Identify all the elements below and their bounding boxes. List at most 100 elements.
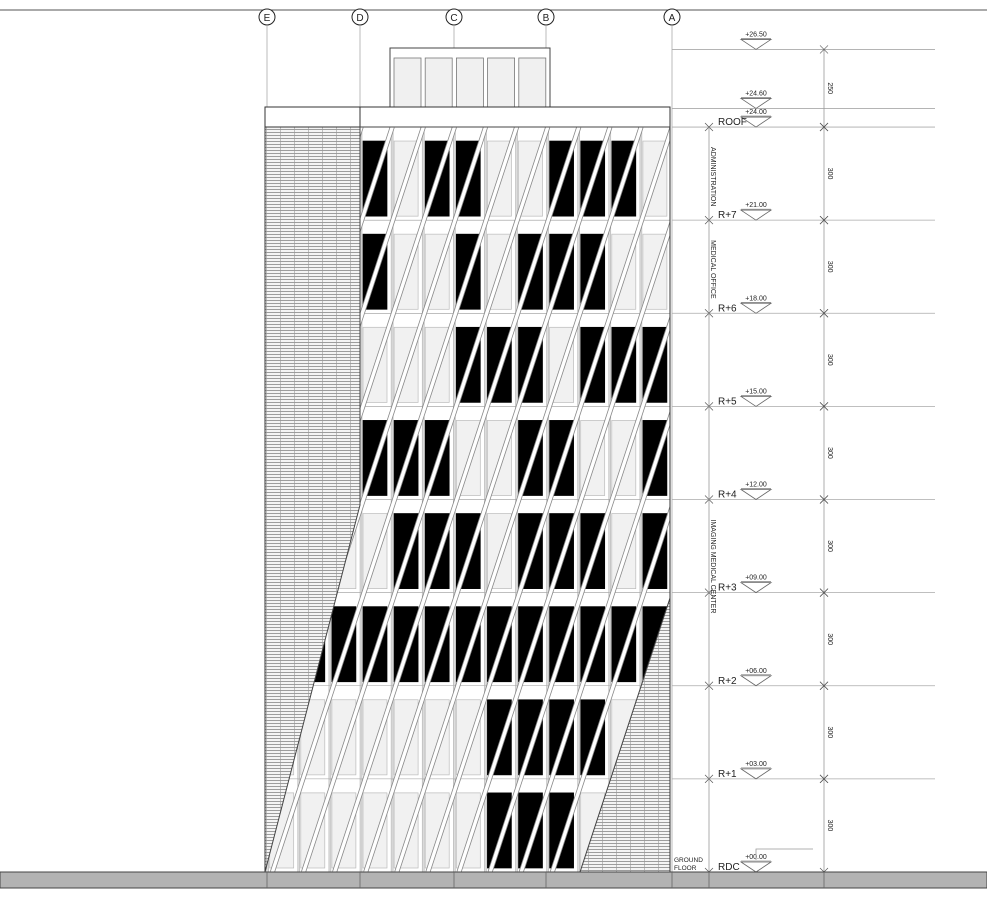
mullion xyxy=(515,219,518,314)
mullion xyxy=(484,127,487,221)
ground-strip xyxy=(0,871,987,889)
level-elevation-label: +18.00 xyxy=(745,295,767,302)
diagonal-fin xyxy=(270,127,519,872)
zone-label: ADMINISTRATION xyxy=(709,147,716,206)
window-panel-dark xyxy=(487,792,512,869)
level-marker-icon xyxy=(739,861,773,873)
diagonal-fin xyxy=(426,127,670,872)
window-panel-dark xyxy=(549,792,574,869)
diagonal-fin-outline xyxy=(265,127,271,872)
diagonal-fin xyxy=(301,127,550,872)
window-panel-light xyxy=(455,699,481,776)
level-elevation-label: +15.00 xyxy=(745,388,767,395)
level-elevation-label: +06.00 xyxy=(745,668,767,675)
mullion xyxy=(453,219,456,314)
level-marker-icon xyxy=(739,489,773,501)
mullion xyxy=(515,127,518,221)
penthouse-panel xyxy=(518,57,547,108)
mullion xyxy=(577,219,580,314)
dimension-label: 300 xyxy=(826,354,833,366)
level-marker-icon xyxy=(739,116,773,128)
level-elevation-label: +24.60 xyxy=(745,90,767,97)
dimension-tick-icon xyxy=(819,402,829,411)
window-panel-light xyxy=(393,792,419,869)
level-name: R+5 xyxy=(718,396,737,407)
window-panel-light xyxy=(362,699,388,776)
level-name: R+4 xyxy=(718,490,737,501)
grid-axis-bubble-A xyxy=(663,8,681,26)
penthouse-panel xyxy=(455,57,484,108)
window-panel-dark xyxy=(487,606,512,683)
level-elevation-label: +21.00 xyxy=(745,202,767,209)
level-marker-icon xyxy=(739,768,773,780)
window-panel-light xyxy=(331,792,357,869)
mullion xyxy=(484,219,487,314)
level-annotations: +00.00RDC+03.00R+1+06.00R+2+09.00R+3+12.… xyxy=(672,31,935,888)
dimension-tick-icon xyxy=(819,681,829,691)
window-panel-dark xyxy=(611,606,637,683)
mullion xyxy=(546,219,549,314)
diagonal-fin xyxy=(395,127,643,872)
window-panel-dark xyxy=(549,606,574,683)
dimension-label: 250 xyxy=(826,82,833,94)
dimension-label: 300 xyxy=(826,540,833,552)
roof-parapet xyxy=(264,106,671,128)
level-name: ROOF xyxy=(718,117,747,128)
datum-leader xyxy=(755,848,813,860)
dimension-label: 300 xyxy=(826,168,833,180)
grid-axis-bubble-D xyxy=(351,8,369,26)
level-marker-icon xyxy=(739,39,773,50)
level-elevation-label: +26.50 xyxy=(745,31,767,38)
mullion xyxy=(577,127,580,221)
window-panel-light xyxy=(424,792,450,869)
building xyxy=(264,47,671,873)
level-marker-icon xyxy=(739,395,773,407)
penthouse-panel xyxy=(393,57,422,108)
dimension-tick-icon xyxy=(819,45,829,54)
level-elevation-label: +12.00 xyxy=(745,482,767,489)
diagonal-fin-outline xyxy=(265,127,302,872)
level-name: RDC xyxy=(718,862,740,873)
grid-axis-label: C xyxy=(450,13,457,24)
dimension-label: 300 xyxy=(826,820,833,832)
diagonal-fin xyxy=(550,127,670,872)
diagonal-fin xyxy=(457,127,670,872)
dimension-tick-icon xyxy=(819,495,829,504)
level-elevation-label: +03.00 xyxy=(745,761,767,768)
grid-axis-label: B xyxy=(543,13,550,24)
zone-label: MEDICAL OFFICE xyxy=(709,240,716,299)
dimension-tick-icon xyxy=(819,774,829,784)
window-panel-light xyxy=(455,792,481,869)
level-marker-icon xyxy=(739,302,773,314)
window-panel-dark xyxy=(455,606,481,683)
window-panel-light xyxy=(362,792,388,869)
window-panel-light xyxy=(331,699,357,776)
mullion xyxy=(639,219,643,314)
level-marker-icon xyxy=(739,582,773,594)
mullion xyxy=(390,219,394,314)
level-marker-icon xyxy=(739,209,773,221)
level-name: R+3 xyxy=(718,583,737,594)
dimension-label: 300 xyxy=(826,447,833,459)
window-panel-light xyxy=(424,699,450,776)
diagonal-fin xyxy=(265,127,270,872)
level-name: R+6 xyxy=(718,303,737,314)
dimension-tick-icon xyxy=(819,215,829,225)
grid-axis-bubble-B xyxy=(537,8,555,26)
level-marker-icon xyxy=(739,98,773,109)
window-panel-dark xyxy=(549,699,574,776)
ground-floor-label: FLOOR xyxy=(674,865,697,872)
ground xyxy=(0,871,987,889)
level-name: R+2 xyxy=(718,676,737,687)
window-panel-dark xyxy=(362,606,388,683)
mullion xyxy=(546,127,549,221)
mullion xyxy=(390,127,394,221)
window-panel-dark xyxy=(518,699,543,776)
mullion xyxy=(608,219,612,314)
level-name: R+1 xyxy=(718,769,737,780)
dimension-tick-icon xyxy=(819,122,829,132)
window-panel-light xyxy=(393,699,419,776)
grid-axis-bubble-C xyxy=(445,8,463,26)
mullion xyxy=(453,127,456,221)
dimension-tick-icon xyxy=(819,588,829,597)
